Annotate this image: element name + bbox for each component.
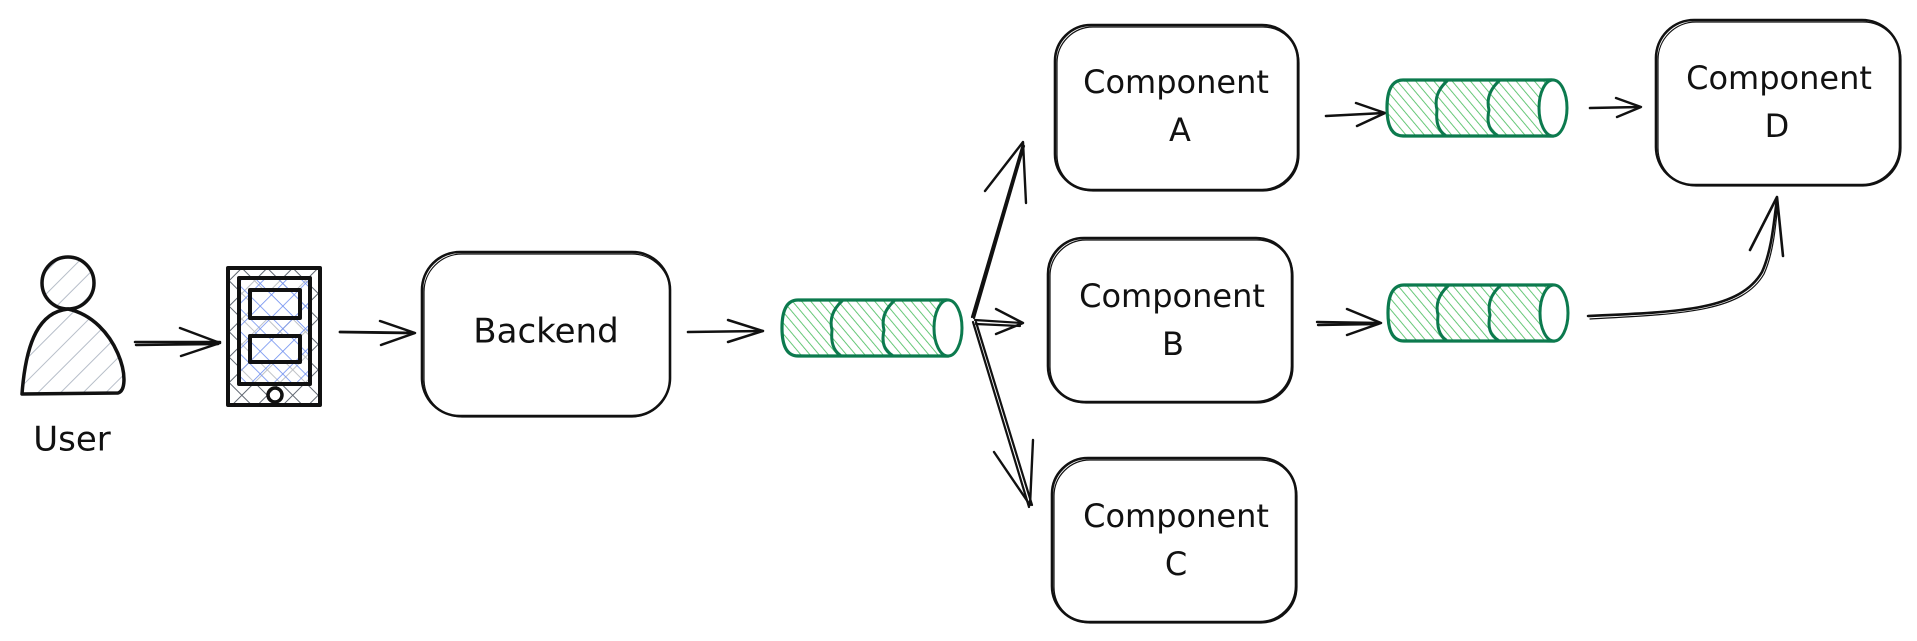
component-c-node[interactable]: Component C [1050, 456, 1298, 624]
queue-cylinder-icon [780, 297, 964, 359]
component-d-letter: D [1765, 107, 1790, 145]
arrow-component-a-to-queue-a [1324, 101, 1387, 128]
arrow-component-b-to-queue-b [1315, 307, 1383, 337]
user-label: User [33, 420, 111, 460]
component-a-node[interactable]: Component A [1053, 23, 1300, 192]
arrow-queue-to-component-c [971, 320, 1035, 509]
component-b-node[interactable]: Component B [1046, 236, 1294, 404]
arrow-backend-to-queue [686, 318, 765, 344]
queue-a-node[interactable] [1385, 77, 1569, 139]
arrow-queue-to-component-a [970, 140, 1028, 320]
component-b-letter: B [1162, 325, 1184, 363]
component-b-title: Component [1079, 277, 1265, 315]
component-d-node[interactable]: Component D [1654, 18, 1902, 187]
arrow-queue-a-to-component-d [1588, 96, 1643, 119]
arrow-queue-to-component-b [973, 307, 1025, 336]
mobile-phone-icon [226, 266, 322, 407]
component-c-title: Component [1083, 497, 1269, 535]
user-node[interactable]: User [20, 255, 126, 460]
queue-cylinder-icon [1385, 77, 1569, 139]
backend-node[interactable]: Backend [420, 250, 672, 418]
device-node[interactable] [226, 266, 322, 407]
component-d-title: Component [1686, 59, 1872, 97]
arrow-device-to-backend [338, 319, 417, 347]
backend-label: Backend [473, 312, 618, 352]
queue-main-node[interactable] [780, 297, 964, 359]
queue-b-node[interactable] [1386, 282, 1570, 344]
arrow-user-to-device [133, 326, 222, 358]
person-icon [20, 255, 126, 396]
arrow-queue-b-to-component-d [1586, 195, 1785, 320]
component-a-title: Component [1083, 63, 1269, 101]
component-c-letter: C [1165, 545, 1187, 583]
queue-cylinder-icon [1386, 282, 1570, 344]
component-a-letter: A [1169, 111, 1191, 149]
